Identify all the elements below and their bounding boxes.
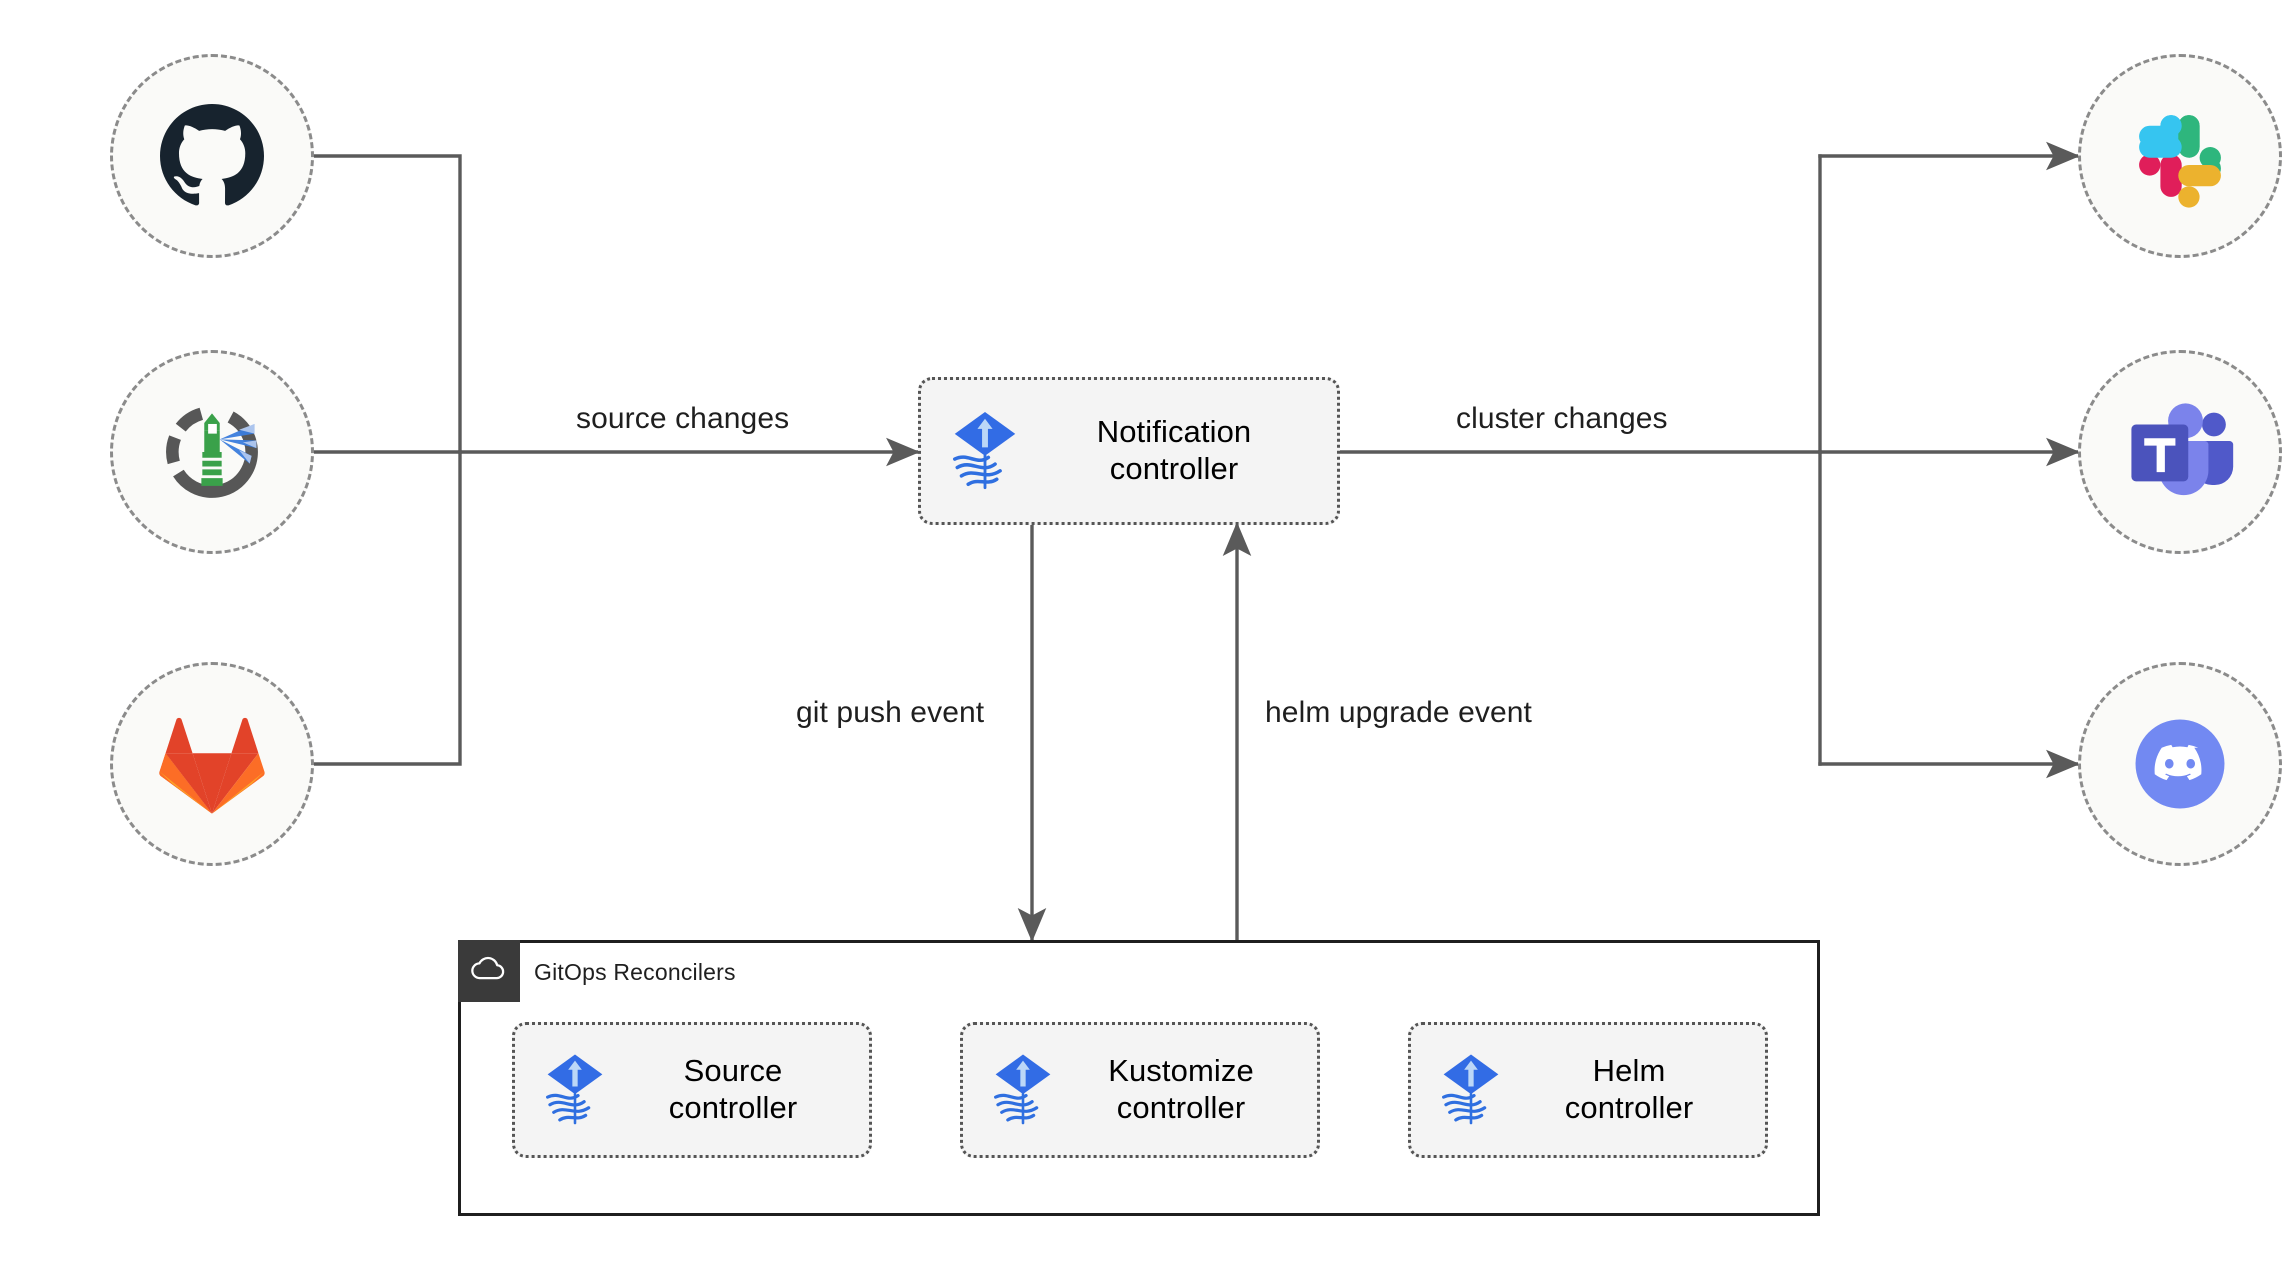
- gitops-reconcilers-tab: [458, 940, 520, 1002]
- source-controller-node[interactable]: Source controller: [512, 1022, 872, 1158]
- source-endpoint-github[interactable]: [110, 54, 314, 258]
- kustomize-controller-label: Kustomize controller: [1061, 1053, 1317, 1126]
- flux-lighthouse-icon: [113, 353, 311, 551]
- target-endpoint-teams[interactable]: [2078, 350, 2282, 554]
- target-endpoint-slack[interactable]: [2078, 54, 2282, 258]
- edge-cluster-changes: [1338, 141, 2081, 779]
- flux-logo-icon: [943, 407, 1027, 496]
- source-endpoint-gitlab[interactable]: [110, 662, 314, 866]
- edge-label-cluster-changes: cluster changes: [1450, 402, 1674, 436]
- flux-logo-icon: [985, 1050, 1061, 1131]
- flux-logo-icon: [537, 1050, 613, 1131]
- kustomize-controller-line2: controller: [1116, 1090, 1246, 1125]
- notification-controller-node[interactable]: Notification controller: [918, 377, 1340, 525]
- edge-label-git-push-event: git push event: [790, 696, 991, 730]
- microsoft-teams-icon: [2081, 353, 2279, 551]
- kustomize-controller-line1: Kustomize: [1108, 1053, 1254, 1089]
- source-controller-label: Source controller: [613, 1053, 869, 1126]
- source-endpoint-flux[interactable]: [110, 350, 314, 554]
- gitops-reconcilers-title: GitOps Reconcilers: [534, 959, 736, 985]
- helm-controller-line2: controller: [1564, 1090, 1694, 1125]
- notification-controller-line1: Notification: [1096, 414, 1252, 450]
- edge-source-changes: [210, 154, 921, 766]
- source-controller-line1: Source: [683, 1053, 783, 1089]
- source-controller-line2: controller: [668, 1090, 798, 1125]
- edge-label-helm-upgrade-event: helm upgrade event: [1259, 696, 1538, 730]
- slack-icon: [2081, 57, 2279, 255]
- kustomize-controller-node[interactable]: Kustomize controller: [960, 1022, 1320, 1158]
- flux-logo-icon: [1433, 1050, 1509, 1131]
- helm-controller-label: Helm controller: [1509, 1053, 1765, 1126]
- discord-icon: [2081, 665, 2279, 863]
- github-icon: [113, 57, 311, 255]
- cloud-icon: [470, 956, 508, 987]
- notification-controller-label: Notification controller: [1027, 414, 1337, 487]
- notification-controller-line2: controller: [1109, 451, 1239, 486]
- helm-controller-line1: Helm: [1592, 1053, 1666, 1089]
- target-endpoint-discord[interactable]: [2078, 662, 2282, 866]
- edge-label-source-changes: source changes: [570, 402, 796, 436]
- helm-controller-node[interactable]: Helm controller: [1408, 1022, 1768, 1158]
- gitlab-icon: [113, 665, 311, 863]
